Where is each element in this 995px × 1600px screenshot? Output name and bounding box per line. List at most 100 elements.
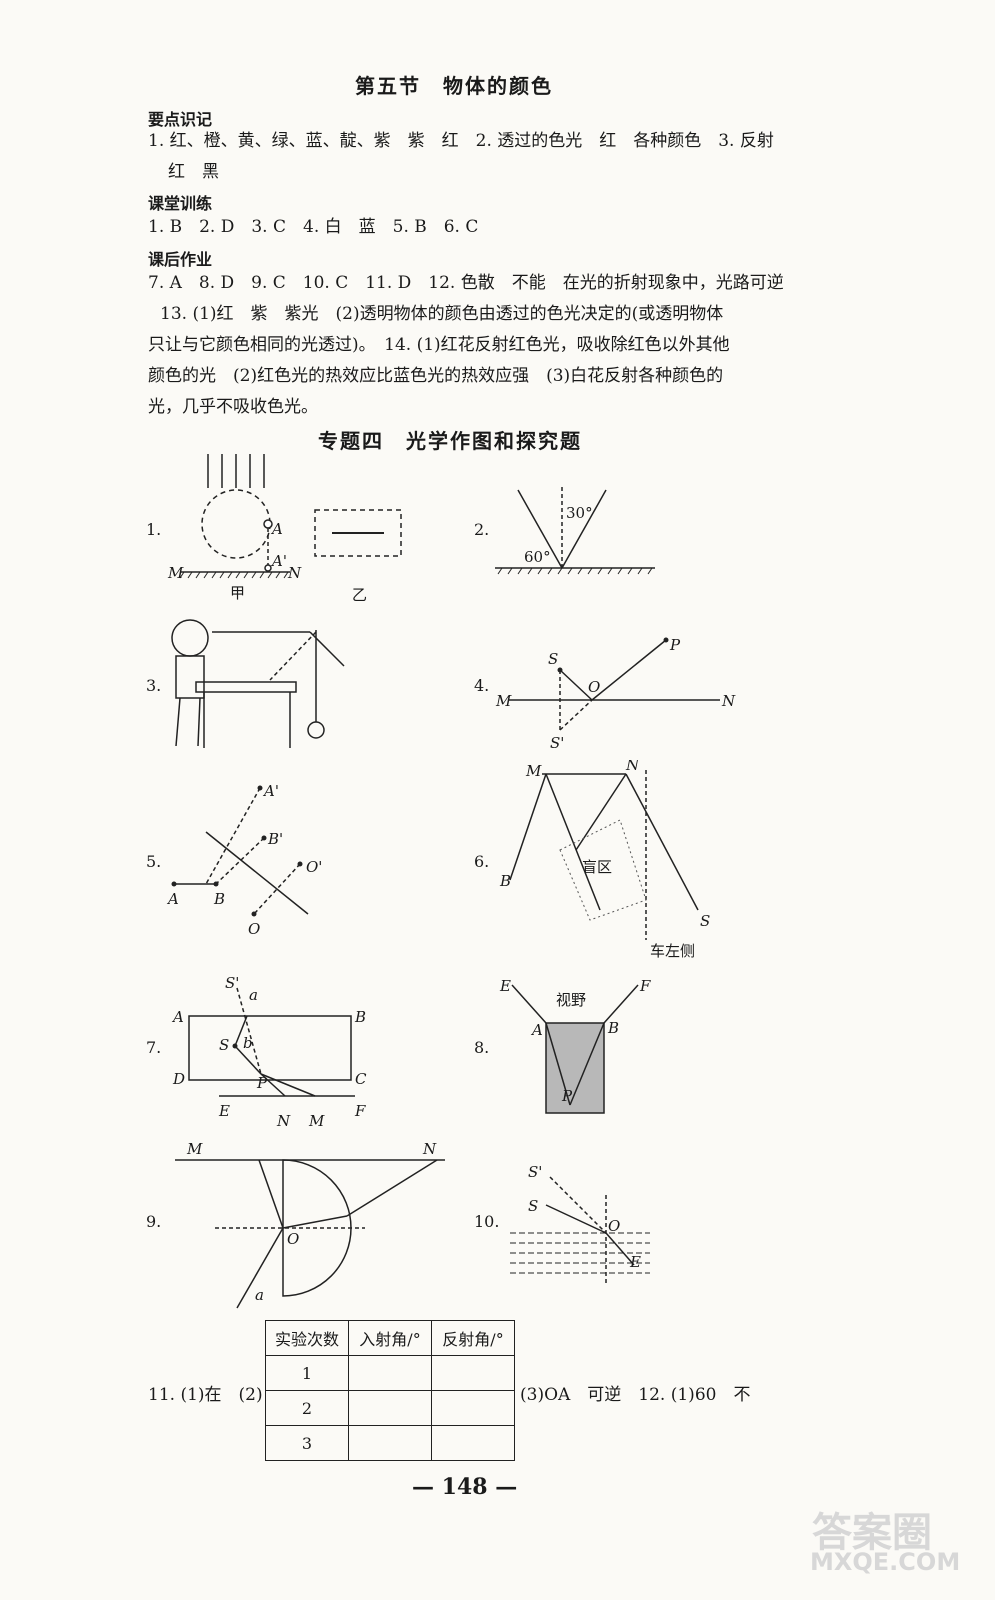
svg-text:O: O (248, 920, 260, 938)
svg-text:A: A (530, 1021, 543, 1039)
svg-text:S': S' (528, 1163, 542, 1181)
table-row: 1 (265, 1355, 515, 1391)
svg-text:M: M (308, 1112, 325, 1130)
table-cell (348, 1425, 432, 1461)
figure-1-diagram: A A' M N 甲 乙 (167, 454, 402, 604)
svg-text:M: M (186, 1140, 203, 1158)
key-points-line-1: 1. 红、橙、黄、绿、蓝、靛、紫 紫 红 2. 透过的色光 红 各种颜色 3. … (148, 131, 774, 151)
svg-text:P: P (561, 1087, 573, 1105)
svg-text:A': A' (270, 552, 287, 570)
svg-text:S': S' (550, 734, 564, 752)
heading-class-practice: 课堂训练 (148, 194, 213, 213)
svg-text:C: C (355, 1070, 367, 1088)
homework-line-3: 只让与它颜色相同的光透过)。 14. (1)红花反射红色光，吸收除红色以外其他 (148, 335, 730, 355)
key-points-line-2: 红 黑 (168, 162, 219, 182)
table-row: 2 (265, 1390, 515, 1426)
page-number-value: 148 (441, 1474, 488, 1500)
svg-text:O: O (608, 1217, 620, 1235)
figure-2-angle-30: 30° (566, 504, 593, 522)
section-title: 第五节 物体的颜色 (355, 74, 553, 98)
figure-5-diagram: A B A' B' O' O (166, 782, 322, 938)
q11-suffix: (3)OA 可逆 12. (1)60 不 (520, 1385, 751, 1405)
svg-text:S: S (528, 1197, 538, 1215)
figure-number-2: 2. (474, 520, 490, 539)
svg-text:M: M (167, 564, 184, 582)
homework-line-1: 7. A 8. D 9. C 10. C 11. D 12. 色散 不能 在光的… (148, 273, 784, 293)
svg-text:S: S (700, 912, 710, 930)
homework-line-4: 颜色的光 (2)红色光的热效应比蓝色光的热效应强 (3)白花反射各种颜色的 (148, 366, 724, 386)
figure-number-8: 8. (474, 1038, 490, 1057)
figure-2-diagram: 30° 60° (495, 485, 655, 575)
svg-text:a: a (249, 986, 258, 1004)
svg-text:D: D (172, 1070, 185, 1088)
topic-title: 专题四 光学作图和探究题 (318, 429, 582, 453)
figure-1-label-right: 乙 (352, 586, 367, 604)
table-header: 实验次数 (265, 1320, 349, 1356)
svg-text:B': B' (267, 830, 283, 848)
svg-text:N: N (721, 692, 736, 710)
homework-line-2: 13. (1)红 紫 紫光 (2)透明物体的颜色由透过的色光决定的(或透明物体 (160, 304, 724, 324)
figure-6-blind-zone: 盲区 (582, 858, 612, 876)
svg-text:A: A (166, 890, 179, 908)
figure-number-4: 4. (474, 676, 490, 695)
table-cell (431, 1390, 515, 1426)
page-number: — 148 — (412, 1474, 518, 1500)
experiment-table: 实验次数 入射角/° 反射角/° 1 2 3 (265, 1320, 515, 1461)
svg-text:A: A (171, 1008, 184, 1026)
table-cell (431, 1425, 515, 1461)
svg-text:b: b (243, 1034, 253, 1052)
figure-number-5: 5. (146, 852, 162, 871)
figure-number-3: 3. (146, 676, 162, 695)
figure-number-6: 6. (474, 852, 490, 871)
svg-text:S: S (219, 1036, 229, 1054)
watermark-url: MXQE.COM (810, 1548, 961, 1576)
svg-text:M: M (495, 692, 512, 710)
heading-homework: 课后作业 (148, 250, 213, 269)
svg-text:a: a (255, 1286, 264, 1304)
table-header-row: 实验次数 入射角/° 反射角/° (265, 1320, 515, 1356)
homework-line-5: 光，几乎不吸收色光。 (148, 397, 318, 417)
svg-text:A': A' (262, 782, 279, 800)
svg-text:B: B (354, 1008, 366, 1026)
svg-text:O': O' (306, 858, 322, 876)
svg-text:B: B (213, 890, 225, 908)
table-cell (348, 1390, 432, 1426)
figure-number-1: 1. (146, 520, 162, 539)
svg-text:B: B (499, 872, 511, 890)
figure-number-7: 7. (146, 1038, 162, 1057)
watermark-logo: 答案圈 (812, 1510, 932, 1556)
table-cell: 1 (265, 1355, 349, 1391)
figure-10-diagram: S' S OE (510, 1163, 650, 1285)
table-cell (348, 1355, 432, 1391)
table-header: 入射角/° (348, 1320, 432, 1356)
svg-text:E: E (499, 977, 511, 995)
svg-text:B: B (607, 1019, 619, 1037)
svg-text:E: E (218, 1102, 230, 1120)
table-cell (431, 1355, 515, 1391)
table-row: 3 (265, 1425, 515, 1461)
q11-prefix: 11. (1)在 (2) (148, 1385, 263, 1405)
table-header: 反射角/° (431, 1320, 515, 1356)
figure-3-diagram (171, 619, 345, 748)
figure-8-field-of-view: 视野 (556, 991, 586, 1009)
svg-text:E: E (629, 1253, 641, 1271)
svg-text:S: S (548, 650, 558, 668)
svg-text:F: F (354, 1102, 366, 1120)
figure-6-car-left-side: 车左侧 (650, 942, 695, 960)
svg-text:P: P (669, 636, 681, 654)
figure-number-10: 10. (474, 1212, 500, 1231)
svg-text:S': S' (225, 974, 239, 992)
class-practice-answers: 1. B 2. D 3. C 4. 白 蓝 5. B 6. C (148, 217, 479, 237)
figure-2-angle-60: 60° (524, 548, 551, 566)
svg-text:N: N (422, 1140, 437, 1158)
svg-text:A: A (270, 520, 283, 538)
svg-text:N: N (287, 564, 302, 582)
figure-number-9: 9. (146, 1212, 162, 1231)
figure-1-label-left: 甲 (230, 584, 245, 602)
svg-text:M: M (525, 762, 542, 780)
